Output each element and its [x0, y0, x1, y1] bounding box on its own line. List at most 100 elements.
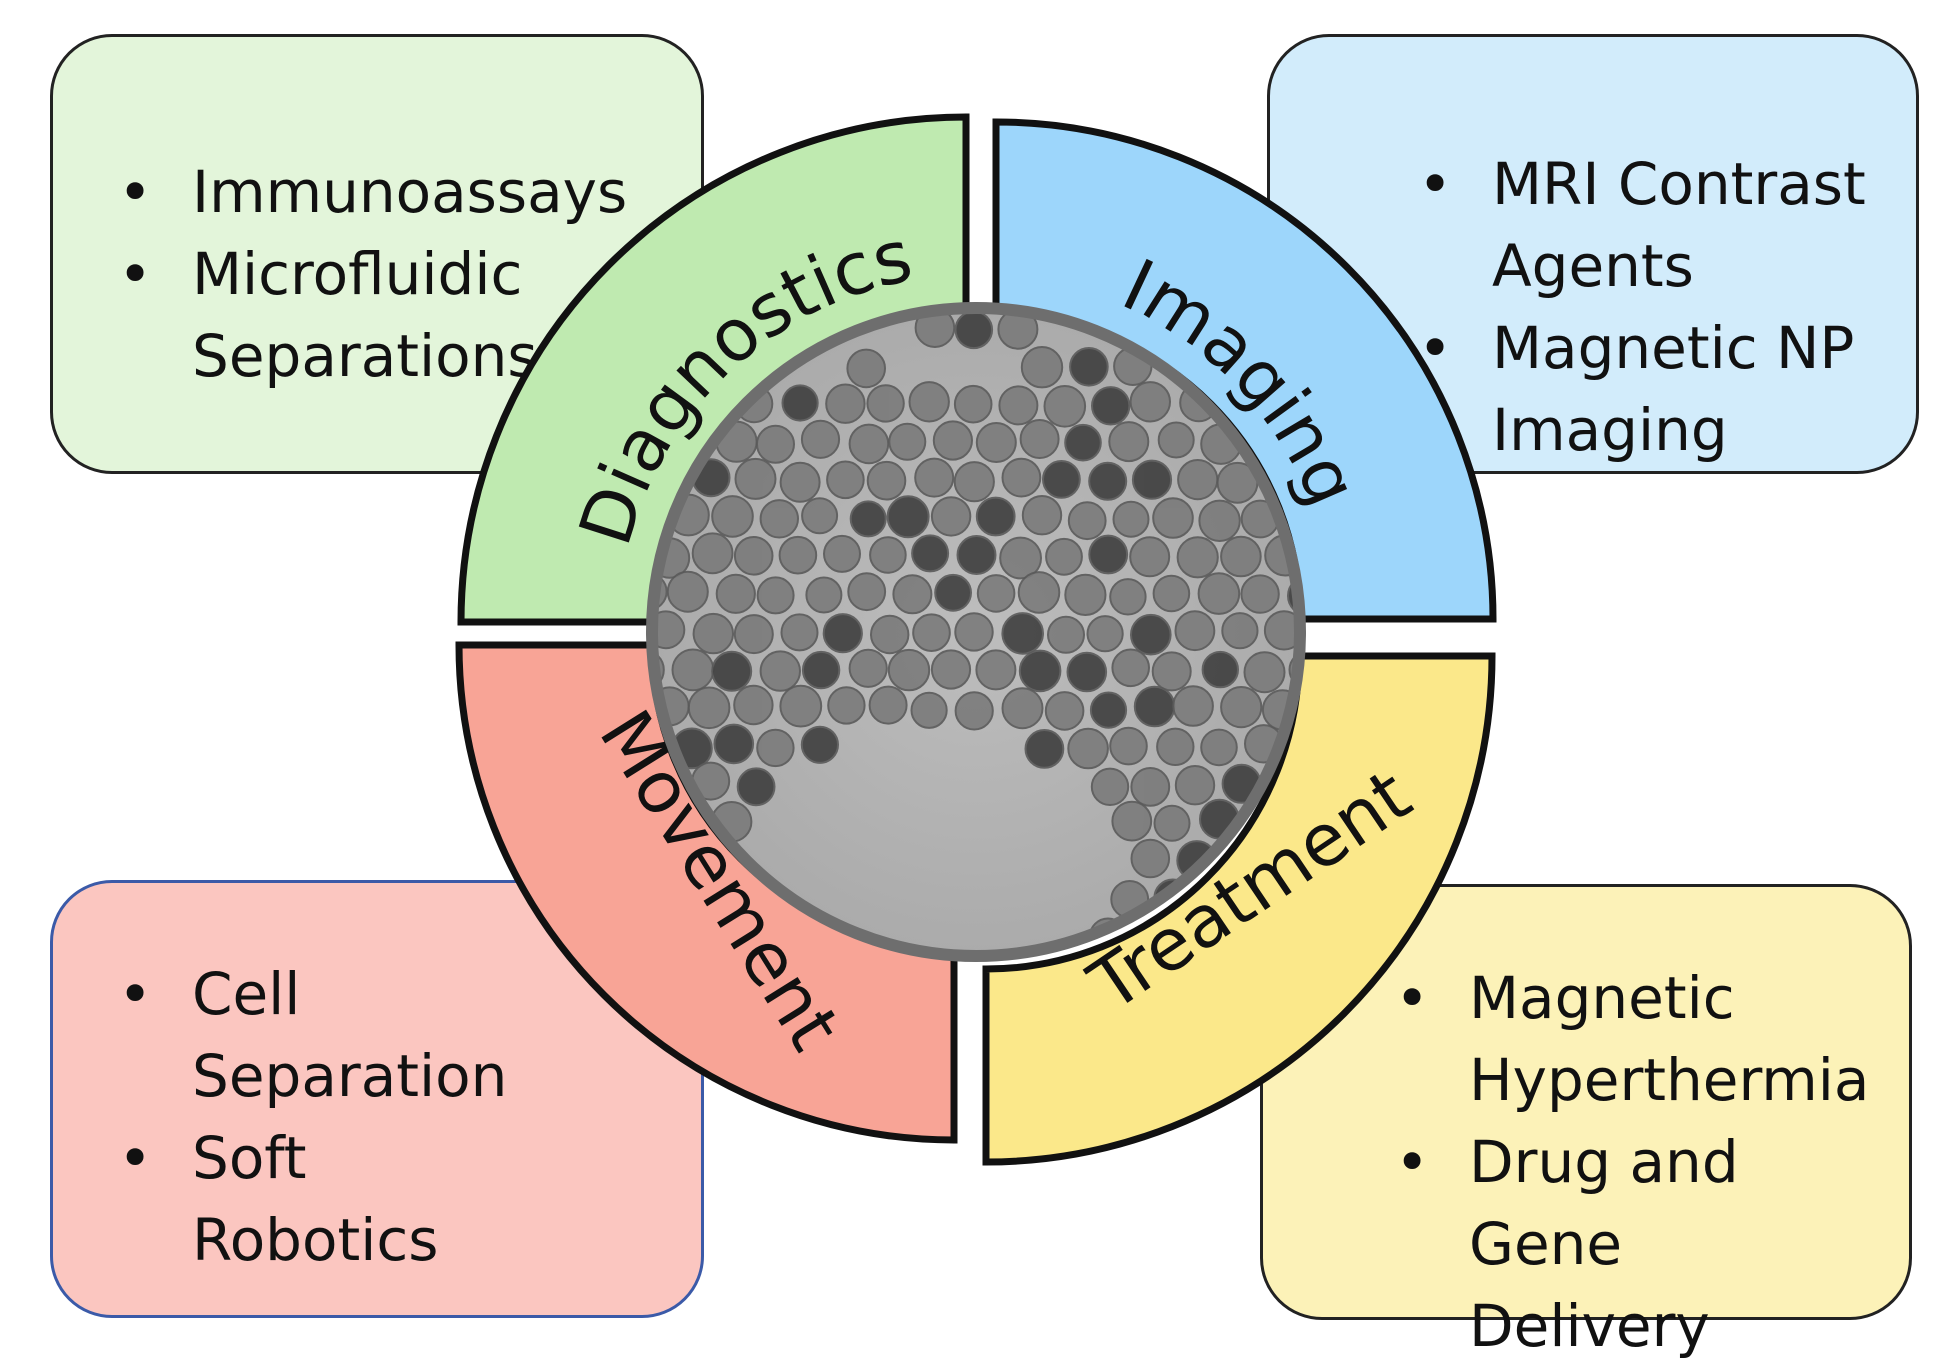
- nanoparticle: [654, 649, 665, 691]
- nanoparticle: [930, 649, 972, 690]
- nanoparticle: [822, 613, 863, 654]
- nanoparticle: [692, 612, 734, 655]
- nanoparticle: [1017, 571, 1061, 614]
- nanoparticle: [932, 420, 974, 461]
- nanoparticle: [1024, 729, 1065, 769]
- nanoparticle: [1174, 765, 1216, 806]
- nanoparticle: [914, 310, 956, 349]
- list-item: Immunoassays: [118, 151, 627, 233]
- nanoparticle: [887, 648, 931, 692]
- imaging-list: MRI Contrast Agents Magnetic NP Imaging: [1418, 143, 1866, 471]
- nanoparticle: [1156, 727, 1195, 766]
- nanoparticle: [1133, 685, 1176, 728]
- nanoparticle: [666, 570, 709, 613]
- nanoparticle: [800, 419, 841, 459]
- nanoparticle: [823, 534, 861, 573]
- nanoparticle: [999, 536, 1042, 580]
- nanoparticle: [687, 686, 731, 730]
- nanoparticle: [1129, 381, 1172, 423]
- nanoparticle: [1263, 610, 1298, 651]
- nanoparticle: [1111, 648, 1150, 688]
- nanoparticle: [713, 723, 755, 765]
- nanoparticle: [975, 422, 1017, 463]
- nanoparticle: [1131, 459, 1173, 500]
- nanoparticle: [930, 496, 972, 537]
- nanoparticle: [911, 534, 950, 573]
- nanoparticle: [869, 536, 907, 574]
- nanoparticle: [734, 457, 777, 500]
- list-item: Cell Separation: [118, 953, 507, 1117]
- nanoparticle: [1064, 423, 1102, 462]
- nanoparticle: [671, 648, 715, 692]
- nanoparticle: [781, 384, 819, 422]
- nanoparticle: [800, 725, 840, 764]
- nanoparticle: [975, 496, 1016, 537]
- list-item: Microfluidic Separations: [118, 233, 627, 397]
- nanoparticle: [954, 310, 994, 350]
- nanoparticle: [759, 650, 801, 692]
- nanoparticle: [733, 536, 774, 576]
- nanoparticle: [1066, 651, 1108, 693]
- nanoparticle: [892, 574, 933, 615]
- nanoparticle: [1220, 686, 1263, 729]
- nanoparticle: [1243, 651, 1286, 694]
- nanoparticle: [736, 767, 776, 807]
- nanoparticle: [1109, 578, 1147, 616]
- nanoparticle: [756, 728, 795, 768]
- nanoparticle: [1047, 615, 1085, 654]
- micrograph-border: [646, 302, 1306, 962]
- nanoparticle: [1200, 728, 1238, 767]
- nanoparticle: [1201, 650, 1240, 689]
- nanoparticle: [691, 532, 734, 575]
- nanoparticle: [914, 457, 955, 498]
- nanoparticle: [1174, 610, 1216, 652]
- nanoparticle: [998, 385, 1039, 426]
- nanoparticle: [1172, 685, 1214, 727]
- nanoparticle: [997, 310, 1039, 350]
- movement-list: Cell Separation Soft Robotics: [118, 953, 507, 1281]
- nanoparticle: [846, 348, 887, 389]
- nanoparticle: [1130, 767, 1171, 807]
- list-item: MRI Contrast Agents: [1418, 143, 1866, 307]
- nanoparticle: [888, 422, 927, 461]
- nanoparticle: [1018, 649, 1062, 693]
- nanoparticle: [805, 576, 843, 614]
- nanoparticle: [1220, 535, 1262, 578]
- list-item: Soft Robotics: [118, 1117, 507, 1281]
- list-item: Drug and Gene Delivery: [1395, 1121, 1909, 1367]
- nanoparticle: [1069, 347, 1109, 387]
- nanoparticle: [1001, 457, 1042, 498]
- nanoparticle: [1111, 800, 1153, 842]
- nanoparticle: [1020, 346, 1064, 389]
- nanoparticle: [847, 572, 887, 612]
- nanoparticle: [1001, 687, 1044, 730]
- nanoparticle: [1288, 650, 1298, 689]
- nanoparticle: [1021, 495, 1063, 536]
- nanoparticle: [1151, 651, 1192, 692]
- nanoparticle: [953, 384, 993, 424]
- nanoparticle: [976, 574, 1016, 613]
- nanoparticle: [886, 495, 930, 539]
- list-item: Magnetic Hyperthermia: [1395, 957, 1909, 1121]
- nanoparticle: [1043, 385, 1087, 428]
- list-item: Magnetic NP Imaging: [1418, 307, 1866, 471]
- nanoparticle: [1086, 615, 1124, 653]
- nanoparticle: [779, 461, 821, 503]
- nanoparticle: [954, 691, 994, 731]
- nanoparticle: [1067, 501, 1107, 541]
- nanoparticle: [912, 613, 951, 653]
- nanoparticle: [733, 614, 774, 655]
- nanoparticle: [1221, 612, 1259, 650]
- nanoparticle: [1088, 461, 1128, 501]
- nanoparticle: [756, 576, 795, 615]
- nanoparticle: [1067, 727, 1109, 770]
- nanoparticle: [1044, 691, 1085, 731]
- nanoparticle: [1042, 460, 1081, 499]
- nanoparticle: [849, 500, 887, 538]
- nanoparticle: [1089, 691, 1128, 729]
- nanoparticle: [1153, 804, 1191, 842]
- nanoparticle: [1197, 572, 1241, 615]
- nanoparticle: [1112, 500, 1150, 538]
- nanoparticle: [1176, 536, 1219, 579]
- nanoparticle: [1130, 613, 1172, 656]
